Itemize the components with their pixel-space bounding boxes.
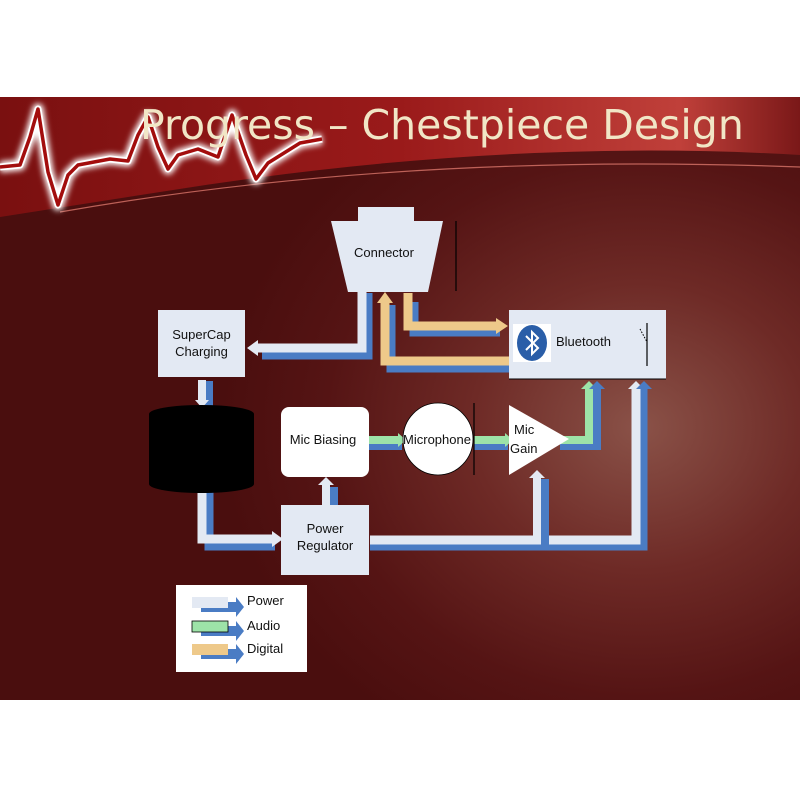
bluetooth-block xyxy=(509,310,666,380)
power-regulator-block xyxy=(281,505,369,575)
power-arrow-connector-to-supercap xyxy=(247,288,373,360)
battery-icon xyxy=(149,405,254,493)
mic-gain-label-line2: Gain xyxy=(510,441,538,456)
connector-block xyxy=(331,207,457,292)
audio-arrow-biasing-to-microphone xyxy=(368,433,406,450)
slide-title: Progress – Chestpiece Design xyxy=(140,101,744,149)
power-regulator-label-line2: Regulator xyxy=(296,538,354,553)
legend-audio-label: Audio xyxy=(247,618,281,633)
legend-audio-swatch xyxy=(191,620,244,641)
microphone-block xyxy=(402,402,475,476)
mic-biasing-label: Mic Biasing xyxy=(289,432,357,447)
legend-digital-swatch xyxy=(192,644,244,664)
heartbeat-icon xyxy=(0,103,323,211)
power-arrow-battery-to-regulator xyxy=(197,487,283,551)
mic-biasing-block xyxy=(281,407,369,477)
power-arrow-regulator-to-mic-gain xyxy=(529,470,549,546)
bluetooth-label: Bluetooth xyxy=(556,334,611,349)
power-arrow-regulator-to-bluetooth xyxy=(370,381,652,551)
legend-power-label: Power xyxy=(247,593,284,608)
audio-arrow-mic-gain-to-bluetooth xyxy=(560,381,605,450)
legend-swatches xyxy=(191,597,244,664)
supercap-label: SuperCap Charging xyxy=(158,326,245,360)
power-regulator-label-line1: Power xyxy=(306,521,344,536)
mic-gain-block xyxy=(509,405,569,475)
legend: Power Audio Digital xyxy=(176,585,307,672)
header-curve xyxy=(59,163,800,213)
legend-power-swatch xyxy=(192,597,244,617)
bluetooth-icon xyxy=(513,324,551,362)
mic-gain-label-line1: Mic xyxy=(514,422,535,437)
supercap-label-line1: SuperCap xyxy=(172,327,231,342)
supercap-block xyxy=(158,310,245,377)
microphone-label: Microphone xyxy=(403,432,471,447)
legend-digital-label: Digital xyxy=(247,641,284,656)
power-arrow-regulator-to-mic-biasing xyxy=(318,477,338,505)
header-band xyxy=(0,97,800,217)
power-regulator-label: Power Regulator xyxy=(281,520,369,554)
slide: Progress – Chestpiece Design Connector B… xyxy=(0,97,800,700)
audio-arrow-microphone-to-mic-gain xyxy=(474,433,513,450)
digital-arrow-bluetooth-to-connector xyxy=(377,292,510,373)
power-arrow-supercap-to-battery xyxy=(195,380,213,408)
supercap-label-line2: Charging xyxy=(175,344,228,359)
diagram-canvas xyxy=(0,97,800,575)
digital-arrow-connector-to-bluetooth xyxy=(403,293,508,337)
connector-label: Connector xyxy=(354,245,414,260)
antenna-icon xyxy=(639,323,648,366)
mic-gain-label: Mic Gain xyxy=(510,421,544,457)
